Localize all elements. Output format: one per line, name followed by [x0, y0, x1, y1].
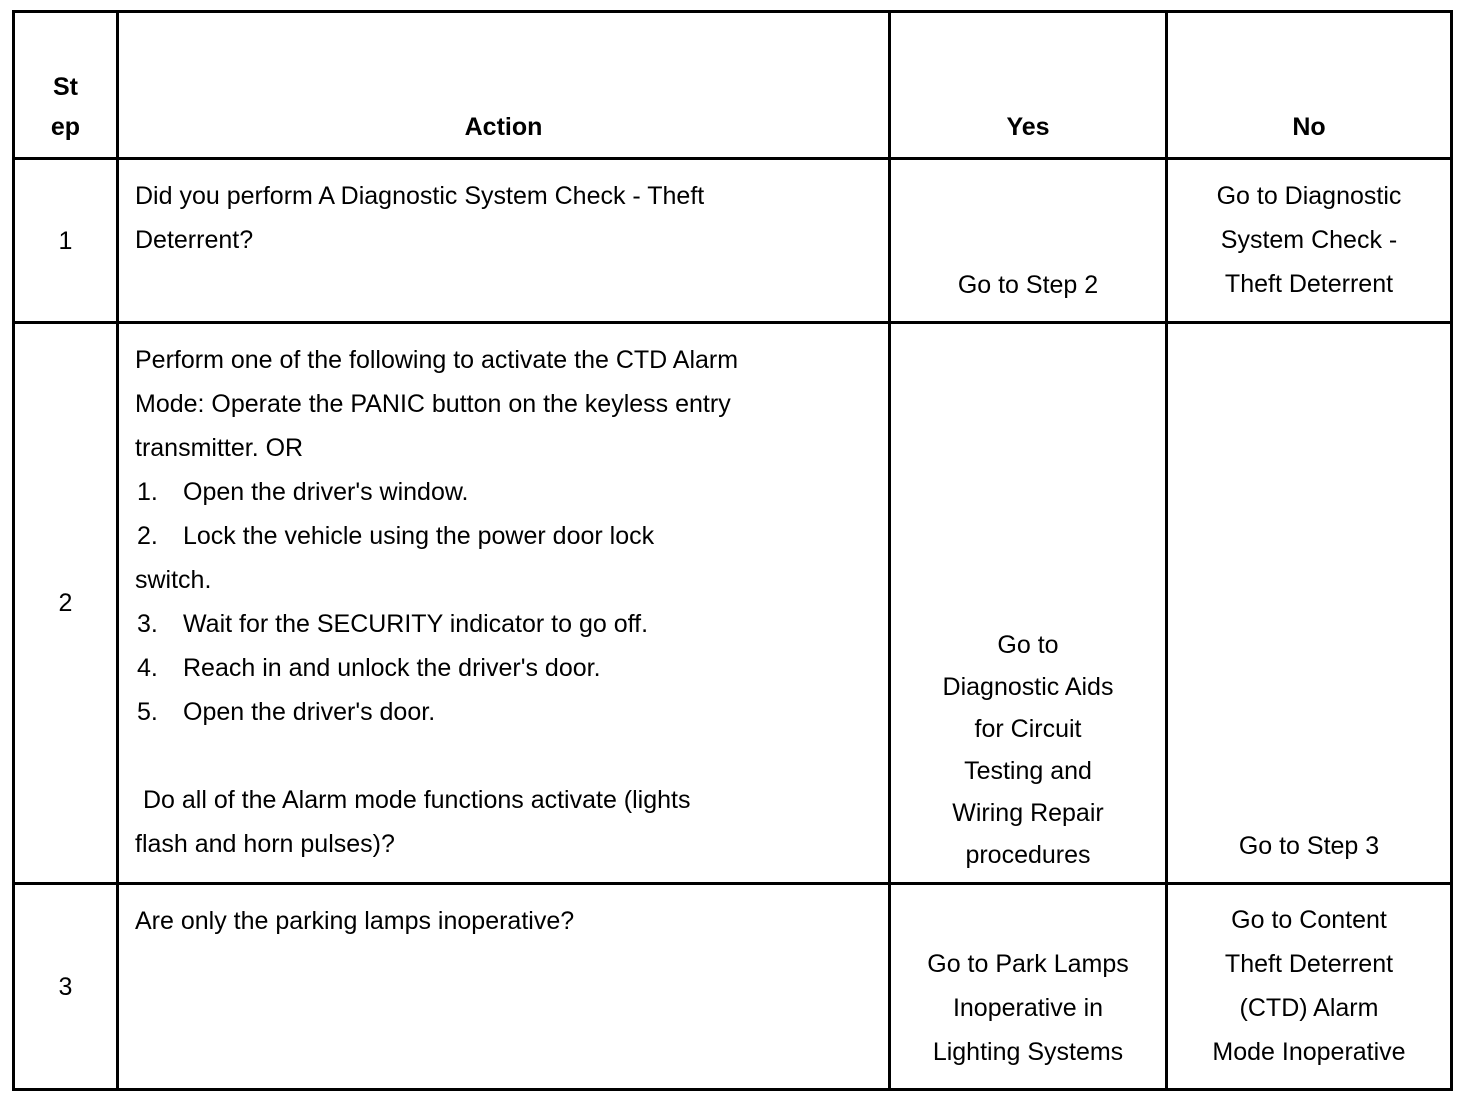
yes-text: Inoperative in: [952, 994, 1104, 1022]
no-cell: Go to Diagnostic System Check - Theft De…: [1165, 157, 1453, 324]
action-text: Did you perform A Diagnostic System Chec…: [135, 182, 705, 210]
list-item-text: Open the driver's window.: [183, 478, 469, 506]
action-text: Mode: Operate the PANIC button on the ke…: [135, 390, 731, 418]
no-text: Theft Deterrent: [1224, 950, 1394, 978]
no-text: Go to Step 3: [1238, 832, 1380, 860]
action-cell: Perform one of the following to activate…: [116, 321, 891, 885]
list-item-text: Reach in and unlock the driver's door.: [183, 654, 601, 682]
list-item-number: 5.: [137, 698, 158, 726]
action-text: Perform one of the following to activate…: [135, 346, 739, 374]
yes-text: Diagnostic Aids: [942, 673, 1114, 701]
header-yes: Yes: [888, 10, 1168, 160]
yes-cell: Go to Diagnostic Aids for Circuit Testin…: [888, 321, 1168, 885]
list-item-text: Open the driver's door.: [183, 698, 436, 726]
yes-cell: Go to Park Lamps Inoperative in Lighting…: [888, 882, 1168, 1091]
action-text: transmitter. OR: [135, 434, 304, 462]
table-row: 2 Perform one of the following to activa…: [12, 321, 1453, 885]
diagnostic-table: St ep Action Yes No 1 Did you perform A …: [12, 10, 1453, 1091]
header-step-line-1: St: [53, 73, 78, 101]
list-item-text: switch.: [135, 566, 212, 594]
yes-cell: Go to Step 2: [888, 157, 1168, 324]
no-cell: Go to Content Theft Deterrent (CTD) Alar…: [1165, 882, 1453, 1091]
header-step-line-2: ep: [50, 113, 81, 141]
table-row: 1 Did you perform A Diagnostic System Ch…: [12, 157, 1453, 324]
yes-text: Testing and: [964, 757, 1092, 785]
yes-text: for Circuit: [974, 715, 1082, 743]
step-number: 2: [12, 321, 119, 885]
procedure-list: 1. Open the driver's window. 2. Lock the v…: [135, 470, 880, 734]
action-cell: Are only the parking lamps inoperative?: [116, 882, 891, 1091]
yes-text: Wiring Repair: [952, 799, 1104, 827]
no-text: Mode Inoperative: [1212, 1038, 1406, 1066]
yes-text: Go to Park Lamps: [927, 950, 1129, 978]
action-cell: Did you perform A Diagnostic System Chec…: [116, 157, 891, 324]
list-item-continuation: switch.: [135, 558, 880, 602]
action-text: Are only the parking lamps inoperative?: [135, 907, 575, 935]
yes-text: procedures: [965, 841, 1091, 869]
table-header-row: St ep Action Yes No: [12, 10, 1453, 160]
header-no: No: [1165, 10, 1453, 160]
spacer: [135, 734, 880, 778]
header-action: Action: [116, 10, 891, 160]
list-item-number: 4.: [137, 654, 158, 682]
yes-text: Lighting Systems: [932, 1038, 1124, 1066]
no-cell: Go to Step 3: [1165, 321, 1453, 885]
table-row: 3 Are only the parking lamps inoperative…: [12, 882, 1453, 1091]
no-text: (CTD) Alarm: [1239, 994, 1379, 1022]
no-text: Go to Diagnostic: [1216, 182, 1402, 210]
list-item: 2. Lock the vehicle using the power door …: [135, 514, 880, 558]
list-item: 5. Open the driver's door.: [135, 690, 880, 734]
question-text: Do all of the Alarm mode functions activ…: [143, 786, 691, 814]
step-number: 1: [12, 157, 119, 324]
header-step: St ep: [12, 10, 119, 160]
list-item-number: 3.: [137, 610, 158, 638]
list-item: 3. Wait for the SECURITY indicator to go …: [135, 602, 880, 646]
yes-text: Go to: [997, 631, 1059, 659]
list-item-number: 1.: [137, 478, 158, 506]
yes-text: Go to Step 2: [957, 271, 1099, 299]
list-item: 1. Open the driver's window.: [135, 470, 880, 514]
step-number: 3: [12, 882, 119, 1091]
no-text: Go to Content: [1231, 906, 1387, 934]
no-text: System Check -: [1220, 226, 1398, 254]
no-text: Theft Deterrent: [1224, 270, 1394, 298]
list-item-text: Lock the vehicle using the power door lo…: [183, 522, 655, 550]
list-item-number: 2.: [137, 522, 158, 550]
question-text: flash and horn pulses)?: [135, 830, 395, 858]
list-item: 4. Reach in and unlock the driver's door.: [135, 646, 880, 690]
list-item-text: Wait for the SECURITY indicator to go of…: [183, 610, 649, 638]
action-text: Deterrent?: [135, 226, 254, 254]
